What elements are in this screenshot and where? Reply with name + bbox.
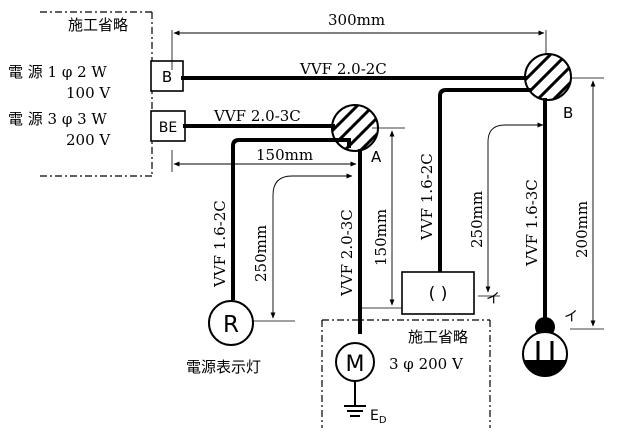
dimension-lamp-label: 250mm <box>252 225 270 282</box>
dimension-outlet <box>570 77 604 330</box>
omitted-bottom-label: 施工省略 <box>408 328 468 346</box>
pilot-lamp-symbol: R <box>223 312 239 338</box>
cable-lamp-label: VVF 1.6-2C <box>211 200 229 288</box>
switch-box <box>401 271 475 315</box>
cable-outlet-label: VVF 1.6-3C <box>523 179 541 267</box>
source-1-voltage: 100 V <box>66 84 111 102</box>
omitted-region-top <box>40 11 153 177</box>
switch-symbol: ( ) <box>429 284 448 304</box>
dimension-top <box>171 30 547 70</box>
ground-icon <box>344 381 366 417</box>
source-1-label: 電 源 1 φ 2 W <box>8 63 107 81</box>
cable-switch <box>438 88 532 274</box>
junction-box-a <box>331 104 379 152</box>
pilot-lamp-icon <box>208 300 254 346</box>
breaker-box-b <box>150 60 184 92</box>
cable-motor-label: VVF 2.0-3C <box>338 209 356 297</box>
dimension-lamp <box>252 173 353 322</box>
cable-mid-label: VVF 2.0-3C <box>213 107 301 125</box>
cables <box>181 76 547 334</box>
dimension-switch-label: 250mm <box>468 191 486 248</box>
dimension-outlet-label: 200mm <box>573 201 591 258</box>
motor-label: 3 φ 200 V <box>389 355 464 373</box>
outlet-icon <box>522 331 568 377</box>
cable-switch-label: VVF 1.6-2C <box>418 153 436 241</box>
omitted-region-bottom <box>321 319 491 428</box>
junction-a-label: A <box>371 148 382 166</box>
breaker-box-be <box>150 110 186 142</box>
ground-label: ED <box>370 408 387 426</box>
dimension-top-label: 300mm <box>328 11 385 29</box>
dimension-mid-label: 150mm <box>256 146 313 164</box>
dimension-mid <box>171 150 357 172</box>
junction-box-b <box>524 53 572 101</box>
outlet-mark: イ <box>564 309 578 325</box>
breaker-box-b-label: B <box>162 68 172 86</box>
cable-lamp <box>231 138 351 300</box>
junction-b-label: B <box>563 104 573 122</box>
source-2-label: 電 源 3 φ 3 W <box>8 110 107 128</box>
switch-mark: イ <box>486 291 500 307</box>
omitted-top-label: 施工省略 <box>68 16 128 34</box>
pilot-lamp-label: 電源表示灯 <box>186 358 261 376</box>
cable-top-label: VVF 2.0-2C <box>299 60 387 78</box>
breaker-box-be-label: BE <box>159 120 177 136</box>
dimension-switch <box>478 122 544 297</box>
dimension-motor-label: 150mm <box>372 209 390 266</box>
motor-symbol: M <box>346 352 365 377</box>
source-2-voltage: 200 V <box>66 131 111 149</box>
dimension-motor <box>362 127 405 309</box>
